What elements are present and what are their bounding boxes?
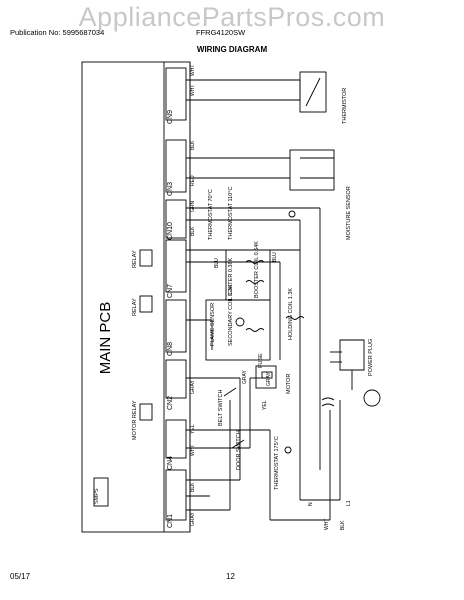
booster-coil-label: BOOSTER COIL 0.64K — [254, 241, 260, 298]
wire-label-gray-2: GRAY — [190, 380, 196, 394]
cord-break — [321, 397, 335, 401]
wire-label-gray-4: GRAY — [266, 372, 272, 386]
page-number: 12 — [226, 572, 235, 581]
igniter-booster-block — [225, 249, 271, 301]
relay-symbol-1 — [139, 249, 153, 267]
model-number: FFRG4120SW — [196, 28, 246, 37]
motor-relay-label: MOTOR RELAY — [132, 400, 138, 440]
connector-cn7: CN7 — [167, 284, 174, 298]
holding-coil — [285, 316, 305, 320]
thermostat-70-symbol — [288, 210, 296, 218]
wire-label-blk-2: BLK — [190, 226, 196, 236]
connector-cn1: CN1 — [167, 514, 174, 528]
connector-labels: CN1 CN4 CN2 CN8 CN7 CN10 CN3 CN9 — [167, 110, 174, 528]
moisture-sensor-label: MOISTURE SENSOR — [346, 186, 352, 240]
relay-symbol-2 — [139, 295, 153, 313]
thermistor-label: THERMISTOR — [342, 88, 348, 124]
thermostat-175-symbol — [284, 446, 292, 454]
wire-label-yel-1: YEL — [190, 424, 196, 434]
connector-cn3: CN3 — [167, 182, 174, 196]
door-switch-label: DOOR SWITCH — [236, 430, 242, 470]
main-pcb-label: MAIN PCB — [97, 302, 114, 375]
connector-cn9: CN9 — [167, 110, 174, 124]
wiring-traces — [186, 79, 341, 521]
connector-cn2: CN2 — [167, 396, 174, 410]
secondary-coil — [245, 328, 265, 332]
smps-label: SMPS — [94, 488, 100, 504]
footer-date: 05/17 — [10, 572, 31, 581]
smps-box — [93, 477, 109, 507]
thermostat-110-label: THERMOSTAT 110°C — [228, 187, 234, 240]
thermistor-body — [299, 71, 327, 113]
wire-label-wht-1: WHT — [190, 445, 196, 456]
wire-label-gray-1: GRAY — [190, 512, 196, 526]
wire-label-gray-3: GRAY — [242, 370, 248, 384]
wire-label-wht-3: WHT — [190, 65, 196, 76]
holding-coil-label: HOLDING COIL 1.3K — [288, 288, 294, 340]
wire-label-n: N — [308, 502, 314, 506]
booster-coil — [245, 280, 265, 284]
watermark: AppliancePartsPros.com — [78, 2, 386, 32]
wire-label-red: RED — [190, 175, 196, 186]
terminal-blocks — [165, 67, 187, 521]
fuse-symbol — [261, 371, 273, 379]
motor-label: MOTOR — [286, 374, 292, 394]
igniter-label: IGNITER 0.38K — [228, 257, 234, 296]
wire-label-blu-2: BLU — [272, 252, 278, 262]
power-plug-label: POWER PLUG — [368, 339, 374, 376]
connector-cn10: CN10 — [167, 222, 174, 240]
thermostat-175-label: THERMOSTAT 175°C — [274, 436, 280, 490]
connector-cn8: CN8 — [167, 342, 174, 356]
wire-label-wht-2: WHT — [190, 85, 196, 96]
wire-label-grn: GRN — [190, 201, 196, 213]
wire-label-blu-1: BLU — [214, 258, 220, 268]
secondary-coil-label: SECONDARY COIL 1.3K — [228, 284, 234, 346]
moisture-sensor-body — [289, 149, 335, 191]
wire-label-yel-2: YEL — [262, 400, 268, 410]
wire-label-blk-4: BLK — [340, 520, 346, 530]
relay-2-label: RELAY — [132, 298, 138, 316]
flame-sensor-label: FLAME SENSOR — [210, 303, 216, 346]
door-switch-contact — [231, 439, 245, 449]
fuse-label: FUSE — [258, 353, 264, 368]
page-title: WIRING DIAGRAM — [196, 45, 268, 54]
igniter-coil — [245, 260, 265, 264]
motor-box — [255, 365, 277, 389]
wire-label-l1: L1 — [346, 500, 352, 506]
belt-switch-contact — [223, 387, 237, 397]
wire-label-blk-3: BLK — [190, 140, 196, 150]
connector-cn4: CN4 — [167, 456, 174, 470]
motor-relay-symbol — [139, 403, 153, 421]
relay-1-label: RELAY — [132, 250, 138, 268]
belt-switch-label: BELT SWITCH — [218, 390, 224, 426]
wire-label-wht-4: WHT — [324, 519, 330, 530]
power-plug-symbol — [330, 339, 381, 407]
publication-number: Publication No: 5995687034 — [10, 28, 105, 37]
thermostat-70-label: THERMOSTAT 70°C — [208, 189, 214, 240]
wire-label-blk-1: BLK — [190, 482, 196, 492]
